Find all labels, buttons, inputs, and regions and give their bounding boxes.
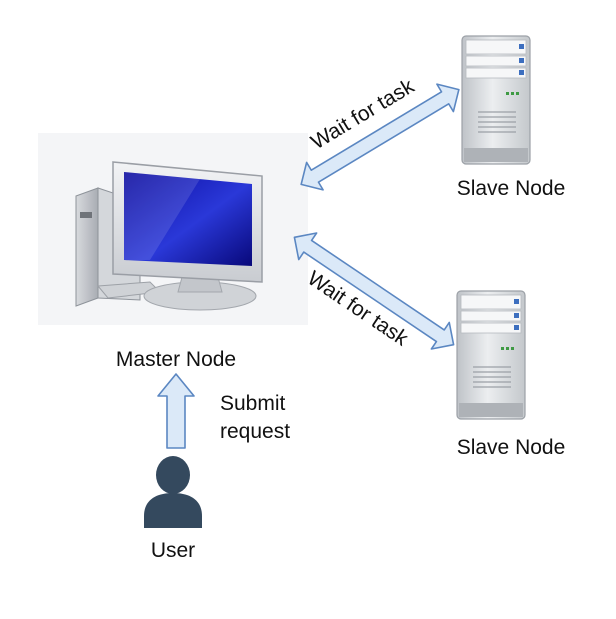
double-arrow-icon	[293, 232, 455, 350]
user-icon	[144, 456, 202, 528]
slave-node-label-2: Slave Node	[457, 436, 566, 459]
slave-node-server-icon	[456, 290, 526, 420]
up-arrow-icon	[157, 373, 195, 449]
slave-node-label-1: Slave Node	[457, 177, 566, 200]
master-node-computer-icon	[38, 133, 308, 325]
user-label: User	[151, 539, 195, 562]
slave-node-server-icon	[461, 35, 531, 165]
submit-request-label-line2: request	[220, 420, 290, 443]
submit-request-label-line1: Submit	[220, 392, 286, 415]
double-arrow-icon	[300, 83, 460, 191]
master-node-label: Master Node	[116, 348, 236, 371]
